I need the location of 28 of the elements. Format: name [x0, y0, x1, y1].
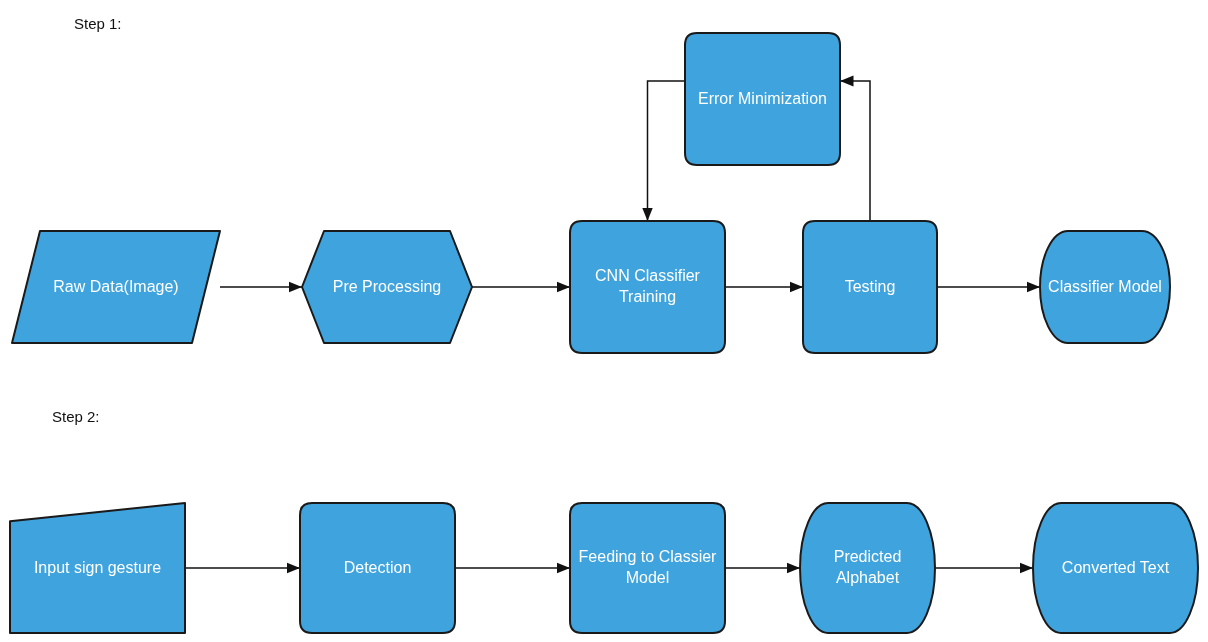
- node-label: CNN Classifier Training: [594, 266, 701, 307]
- node-label: Classifier Model: [1047, 276, 1163, 297]
- process-box: [803, 221, 937, 353]
- node-label: Pre Processing: [331, 276, 443, 297]
- step-heading: Step 2:: [52, 408, 100, 425]
- arrow: [471, 281, 571, 293]
- process-box: [570, 503, 725, 633]
- node-label: Testing: [843, 276, 897, 297]
- manual-input-shape: [10, 503, 185, 633]
- data-parallelogram: [12, 231, 220, 343]
- terminal-shape: [1033, 503, 1198, 633]
- terminal-shape: [800, 503, 935, 633]
- node-label: Converted Text: [1060, 557, 1171, 578]
- process-box: [685, 33, 840, 165]
- node-label: Detection: [342, 557, 413, 578]
- process-box: [570, 221, 725, 353]
- arrow: [642, 80, 686, 222]
- step-heading: Step 1:: [74, 15, 122, 32]
- process-box: [300, 503, 455, 633]
- node-label: Error Minimization: [697, 88, 828, 109]
- node-label: Feeding to Classier Model: [577, 547, 718, 588]
- arrow: [219, 281, 303, 293]
- terminal-shape: [1040, 231, 1170, 343]
- node-label: Predicted Alphabet: [832, 547, 903, 588]
- node-label: Raw Data(Image): [52, 276, 180, 297]
- arrow: [934, 562, 1034, 574]
- node-label: Input sign gesture: [32, 557, 163, 578]
- preparation-hexagon: [302, 231, 472, 343]
